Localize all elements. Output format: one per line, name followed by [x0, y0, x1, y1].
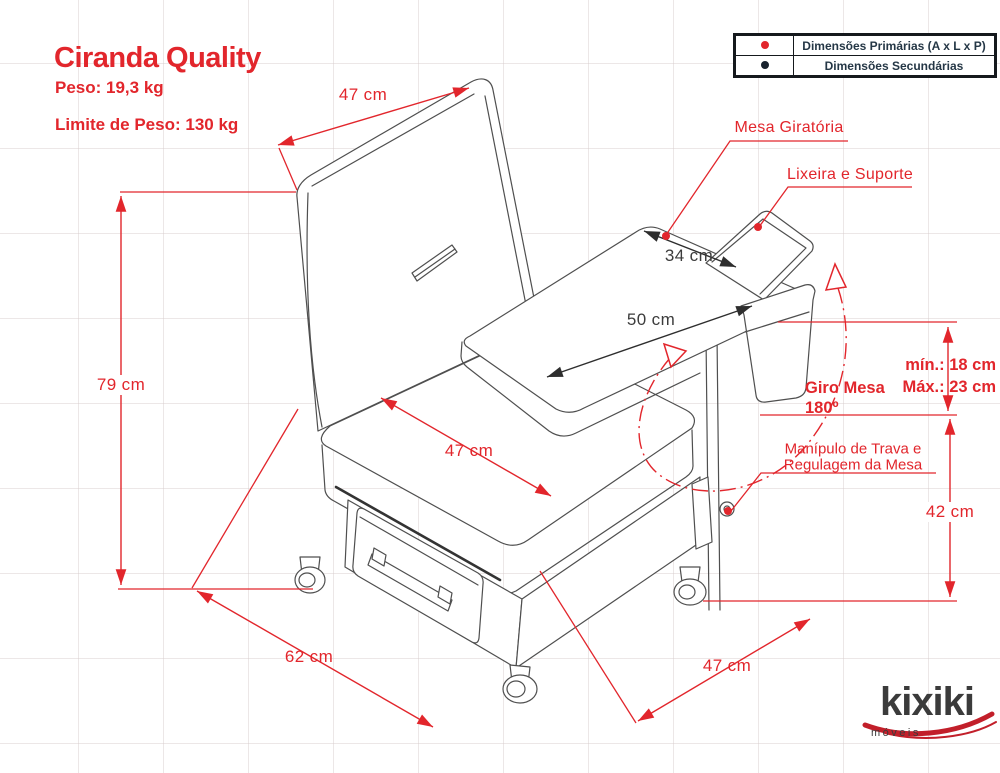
dim-table-width-line	[546, 305, 753, 378]
primary-dot-icon	[760, 41, 769, 50]
table-height-range: mín.: 18 cm Máx.: 23 cm	[902, 354, 996, 399]
dim-table-width-label: 50 cm	[626, 310, 676, 329]
table-rotation-value: 180º	[805, 398, 839, 417]
logo-swoosh-icon	[862, 711, 995, 737]
table-rotation: Giro Mesa 180º	[805, 379, 885, 419]
dim-table-depth-line	[643, 230, 737, 268]
projection-lines	[118, 147, 957, 724]
dim-base-depth-line	[196, 590, 434, 728]
reference-dots	[662, 223, 762, 515]
dim-base-width-label: 47 cm	[702, 656, 752, 675]
secondary-dot-icon	[760, 61, 769, 70]
callout-knob-line1: Manípulo de Trava e	[784, 440, 922, 458]
logo-tagline-text: móveis	[871, 727, 921, 739]
logo-swoosh2-icon	[884, 721, 997, 739]
table-rotation-label: Giro Mesa	[805, 379, 885, 397]
secondary-dimension-lines	[546, 230, 753, 378]
dim-table-depth-label: 34 cm	[664, 246, 714, 265]
logo-brand-text: kixiki	[880, 680, 974, 724]
table-pole	[691, 333, 735, 611]
table-min-height-label: mín.: 18 cm	[905, 356, 996, 374]
dim-base-width-line	[637, 618, 811, 722]
arc-arrowhead-top	[824, 262, 848, 291]
kixiki-logo: kixiki móveis	[862, 680, 997, 739]
rotation-arc	[638, 262, 848, 492]
weight-text: Peso: 19,3 kg	[55, 78, 164, 97]
primary-dimension-lines	[115, 87, 956, 728]
leader-swivel-table	[665, 140, 848, 236]
dim-total-height-label: 79 cm	[92, 375, 150, 395]
callout-leaders	[665, 140, 936, 512]
dim-backrest-width-label: 47 cm	[338, 85, 388, 104]
legend-secondary-label: Dimensões Secundárias	[793, 55, 996, 77]
dim-backrest-width-line	[277, 87, 470, 146]
dot-trash-bin	[754, 223, 762, 231]
cabinet	[344, 476, 701, 669]
table-max-height-label: Máx.: 23 cm	[902, 378, 996, 397]
drawer-front	[352, 507, 484, 644]
legend-row-secondary: Dimensões Secundárias	[734, 55, 996, 77]
trash-bin-and-support	[705, 210, 816, 403]
callout-knob-line2: Regulagem da Mesa	[783, 456, 923, 473]
page-title: Ciranda Quality	[54, 42, 261, 74]
legend-primary-label: Dimensões Primárias (A x L x P)	[793, 34, 996, 56]
dot-swivel-table	[662, 232, 670, 240]
legend-row-primary: Dimensões Primárias (A x L x P)	[734, 34, 996, 56]
dim-base-depth-label: 62 cm	[284, 647, 334, 666]
legend-table: Dimensões Primárias (A x L x P) Dimensõe…	[733, 33, 997, 78]
arc-arrowhead-left	[662, 342, 688, 369]
leader-knob	[730, 472, 936, 512]
dot-knob	[724, 507, 732, 515]
weight-limit-text: Limite de Peso: 130 kg	[55, 115, 239, 134]
chair-line-art	[294, 78, 816, 704]
leader-trash-bin	[758, 186, 912, 228]
casters	[294, 556, 707, 704]
dim-seat-width-label: 47 cm	[444, 441, 494, 460]
callout-swivel-table: Mesa Giratória	[734, 119, 844, 136]
pole-bracket	[691, 476, 713, 550]
callout-trash-bin: Lixeira e Suporte	[786, 166, 914, 183]
dim-seat-height-label: 42 cm	[921, 502, 979, 522]
callout-knob: Manípulo de Trava e Regulagem da Mesa	[784, 441, 922, 473]
dim-seat-width-line	[380, 397, 552, 497]
